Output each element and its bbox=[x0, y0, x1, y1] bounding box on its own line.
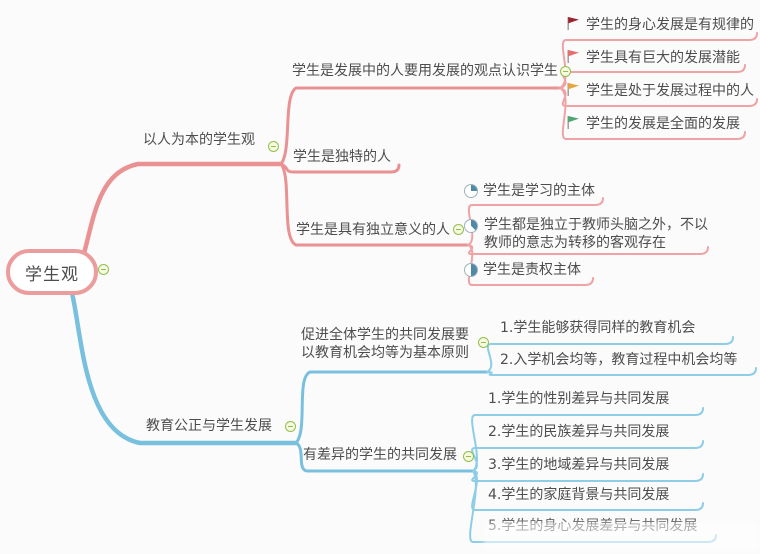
node-leaf-regional-difference[interactable]: 3.学生的地域差异与共同发展 bbox=[488, 457, 670, 473]
progress-pie-25-icon bbox=[464, 184, 478, 198]
collapse-toggle-developing[interactable] bbox=[560, 66, 571, 77]
node-root[interactable]: 学生观 bbox=[6, 249, 98, 295]
node-equal-opportunity-principle[interactable]: 促进全体学生的共同发展要以教育机会均等为基本原则 bbox=[301, 327, 469, 361]
node-independent-meaning[interactable]: 学生是具有独立意义的人 bbox=[296, 222, 450, 238]
collapse-toggle-root[interactable] bbox=[98, 264, 109, 275]
node-leaf-in-process[interactable]: 学生是处于发展过程中的人 bbox=[586, 83, 754, 99]
node-different-students-development[interactable]: 有差异的学生的共同发展 bbox=[303, 447, 457, 463]
progress-pie-37-icon bbox=[464, 219, 478, 233]
node-leaf-same-education-chance[interactable]: 1.学生能够获得同样的教育机会 bbox=[500, 320, 696, 336]
node-leaf-family-background[interactable]: 4.学生的家庭背景与共同发展 bbox=[488, 487, 670, 503]
watermark-overlay bbox=[486, 524, 758, 550]
flag-yellow-icon bbox=[566, 82, 581, 97]
node-education-equity[interactable]: 教育公正与学生发展 bbox=[146, 418, 272, 434]
node-leaf-learning-subject[interactable]: 学生是学习的主体 bbox=[483, 183, 595, 199]
flag-green-icon bbox=[566, 115, 581, 130]
node-leaf-regular-development[interactable]: 学生的身心发展是有规律的 bbox=[586, 17, 754, 33]
node-leaf-gender-difference[interactable]: 1.学生的性别差异与共同发展 bbox=[488, 391, 670, 407]
node-leaf-objective-existence[interactable]: 学生都是独立于教师头脑之外，不以教师的意志为转移的客观存在 bbox=[484, 217, 708, 251]
node-human-centered-view[interactable]: 以人为本的学生观 bbox=[143, 132, 255, 148]
node-unique-person[interactable]: 学生是独特的人 bbox=[293, 149, 391, 165]
flag-darkred-icon bbox=[566, 16, 581, 31]
progress-pie-50-icon bbox=[464, 263, 478, 277]
flag-red-icon bbox=[566, 49, 581, 64]
collapse-toggle-human-centered[interactable] bbox=[268, 141, 279, 152]
node-leaf-comprehensive-development[interactable]: 学生的发展是全面的发展 bbox=[586, 116, 740, 132]
node-leaf-rights-subject[interactable]: 学生是责权主体 bbox=[483, 262, 581, 278]
node-developing-person[interactable]: 学生是发展中的人要用发展的观点认识学生 bbox=[292, 63, 558, 79]
collapse-toggle-independent[interactable] bbox=[453, 224, 464, 235]
collapse-toggle-differences[interactable] bbox=[463, 451, 474, 462]
collapse-toggle-principle[interactable] bbox=[478, 337, 489, 348]
collapse-toggle-equity[interactable] bbox=[285, 421, 296, 432]
node-leaf-ethnic-difference[interactable]: 2.学生的民族差异与共同发展 bbox=[488, 424, 670, 440]
node-leaf-huge-potential[interactable]: 学生具有巨大的发展潜能 bbox=[586, 50, 740, 66]
node-leaf-equal-admission[interactable]: 2.入学机会均等，教育过程中机会均等 bbox=[500, 352, 738, 368]
